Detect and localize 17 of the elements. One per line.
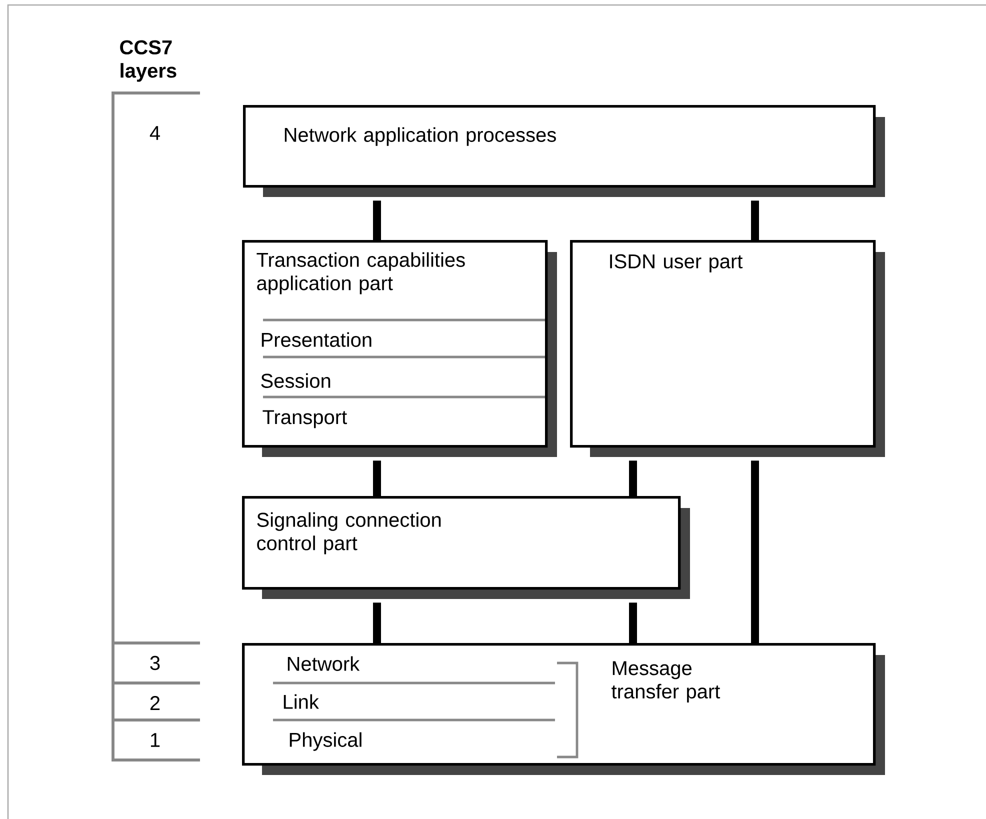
layer-heading: CCS7 layers [120, 40, 176, 82]
connector-line [373, 200, 381, 240]
layer-number: 1 [150, 733, 160, 747]
connector-line [629, 602, 637, 643]
connector-line [751, 200, 759, 240]
layer-box: Network application processes [243, 105, 885, 197]
connector-line [751, 460, 759, 643]
connector-line [629, 460, 637, 496]
layer-number: 3 [150, 656, 160, 670]
layer-number: 4 [150, 126, 160, 140]
layer-box: Network Link Physical Message transfer part [242, 643, 885, 775]
layer-box: Transaction capabilities application part Presentation Session Transport [242, 240, 557, 457]
connector-line [373, 460, 381, 496]
layer-box: Signaling connection control part [242, 496, 690, 599]
layer-number: 2 [150, 696, 160, 710]
connector-line [373, 602, 381, 643]
layer-box: ISDN user part [570, 240, 885, 457]
